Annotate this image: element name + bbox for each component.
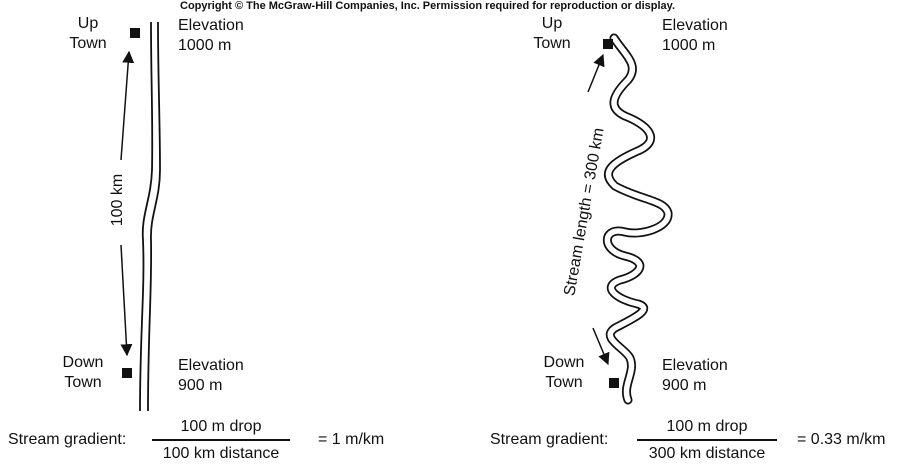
up-town-line1-right: Up <box>541 15 563 32</box>
elevation-bottom-heading-right: Elevation <box>662 357 728 374</box>
elevation-top-left: Elevation 1000 m <box>178 16 244 56</box>
gradient-numerator-right: 100 m drop <box>666 418 748 435</box>
down-town-label-left: Down Town <box>55 353 111 393</box>
elevation-bottom-left: Elevation 900 m <box>178 356 244 396</box>
up-town-label-left: Up Town <box>66 14 110 54</box>
distance-label-left: 100 km <box>109 173 126 227</box>
elevation-top-value-left: 1000 m <box>178 37 232 54</box>
up-town-line1-left: Up <box>77 15 99 32</box>
elevation-bottom-value-left: 900 m <box>178 377 223 394</box>
elevation-top-value-right: 1000 m <box>662 37 716 54</box>
up-town-label-right: Up Town <box>528 14 576 54</box>
gradient-result-left: = 1 m/km <box>318 431 385 448</box>
up-town-marker-left <box>130 28 140 38</box>
straight-stream <box>139 21 161 412</box>
stream-length-label-right: Stream length = 300 km <box>561 126 608 298</box>
copyright-notice: Copyright © The McGraw-Hill Companies, I… <box>180 0 676 12</box>
gradient-denominator-left: 100 km distance <box>162 444 280 462</box>
gradient-denominator-right: 300 km distance <box>648 444 766 462</box>
down-town-line2-left: Town <box>64 374 102 391</box>
gradient-numerator-left: 100 m drop <box>180 418 262 435</box>
fraction-bar-right <box>637 439 777 441</box>
up-town-line2-left: Town <box>69 35 107 52</box>
down-town-line1-right: Down <box>543 354 585 371</box>
gradient-fraction-left: 100 m drop 100 km distance <box>152 417 290 464</box>
down-town-marker-right <box>609 378 619 388</box>
elevation-top-right: Elevation 1000 m <box>662 16 728 56</box>
down-town-line1-left: Down <box>62 354 104 371</box>
elevation-bottom-right: Elevation 900 m <box>662 356 728 396</box>
down-town-line2-right: Town <box>545 374 583 391</box>
meandering-stream <box>602 33 673 405</box>
elevation-top-heading-right: Elevation <box>662 17 728 34</box>
elevation-bottom-heading-left: Elevation <box>178 357 244 374</box>
gradient-result-right: = 0.33 m/km <box>797 431 886 448</box>
down-town-marker-left <box>122 368 132 378</box>
gradient-label-left: Stream gradient: <box>8 431 127 448</box>
elevation-bottom-value-right: 900 m <box>662 377 707 394</box>
up-town-marker-right <box>603 39 613 49</box>
up-town-line2-right: Town <box>533 35 571 52</box>
elevation-top-heading-left: Elevation <box>178 17 244 34</box>
fraction-bar-left <box>152 439 290 441</box>
gradient-fraction-right: 100 m drop 300 km distance <box>637 417 777 464</box>
gradient-label-right: Stream gradient: <box>490 431 609 448</box>
down-town-label-right: Down Town <box>535 353 593 393</box>
